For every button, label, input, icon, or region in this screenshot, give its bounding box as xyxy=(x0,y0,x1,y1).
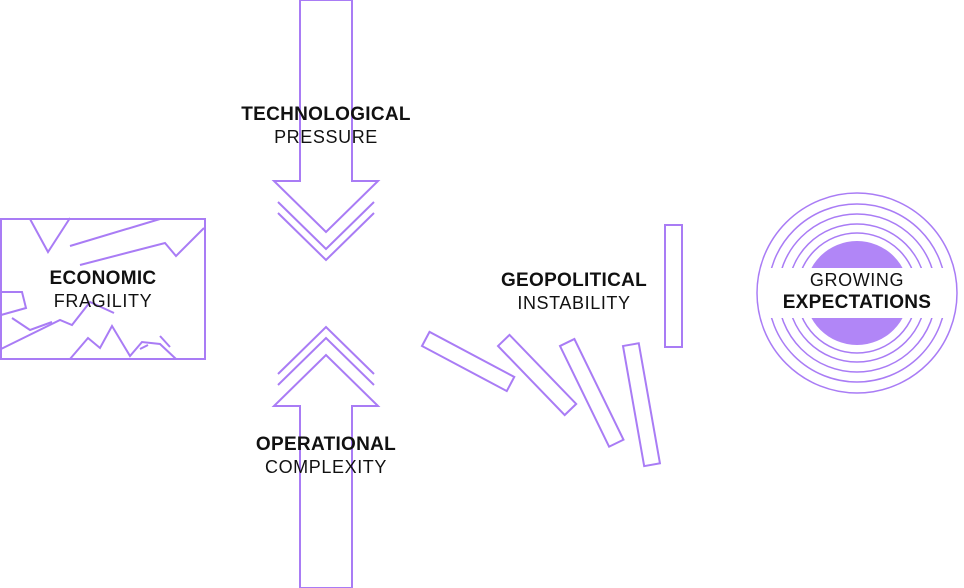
crack-line xyxy=(69,323,177,360)
expectations-title: EXPECTATIONS xyxy=(782,291,932,313)
operational-arrow-shaft-head xyxy=(271,353,381,588)
economic-subtitle: FRAGILITY xyxy=(53,290,153,311)
expectations-text-band xyxy=(765,268,949,318)
geopolitical-subtitle: INSTABILITY xyxy=(517,292,631,313)
geopolitical-instability-label: GEOPOLITICAL INSTABILITY xyxy=(474,270,674,314)
operational-complexity-label: OPERATIONAL COMPLEXITY xyxy=(226,434,426,478)
ring-outer-1 xyxy=(756,192,958,394)
expectations-subtitle: GROWING xyxy=(809,270,905,290)
economic-fragility-label: ECONOMIC FRAGILITY xyxy=(1,268,205,312)
domino-falling-3 xyxy=(558,337,625,449)
operational-title: OPERATIONAL xyxy=(255,434,397,455)
operational-chevron-2 xyxy=(277,325,375,375)
technological-chevron-1 xyxy=(277,201,375,251)
technological-title: TECHNOLOGICAL xyxy=(241,104,411,125)
economic-panel-frame xyxy=(0,218,206,360)
geopolitical-dominoes xyxy=(420,224,683,468)
domino-falling-2 xyxy=(496,333,578,417)
operational-up-arrow xyxy=(271,325,381,588)
domino-falling-4 xyxy=(621,342,662,468)
economic-title: ECONOMIC xyxy=(49,268,157,289)
domino-standing xyxy=(664,224,683,348)
crack-line xyxy=(159,335,171,348)
crack-line xyxy=(0,300,115,350)
crack-line xyxy=(0,291,28,316)
technological-chevron-2 xyxy=(277,212,375,262)
domino-falling-1 xyxy=(420,330,516,393)
technological-down-arrow xyxy=(271,0,381,262)
operational-subtitle: COMPLEXITY xyxy=(264,456,388,477)
crack-line xyxy=(79,227,205,266)
growing-expectations-label: GROWING EXPECTATIONS xyxy=(757,270,957,314)
crack-line xyxy=(29,217,71,254)
geopolitical-title: GEOPOLITICAL xyxy=(500,270,648,291)
technological-subtitle: PRESSURE xyxy=(274,126,378,147)
crack-line xyxy=(139,344,149,350)
technological-pressure-label: TECHNOLOGICAL PRESSURE xyxy=(226,104,426,148)
crack-line xyxy=(69,218,161,247)
economic-cracked-panel xyxy=(0,217,206,360)
crack-line xyxy=(11,317,53,332)
operational-chevron-1 xyxy=(277,336,375,386)
technological-arrow-shaft-head xyxy=(271,0,381,234)
